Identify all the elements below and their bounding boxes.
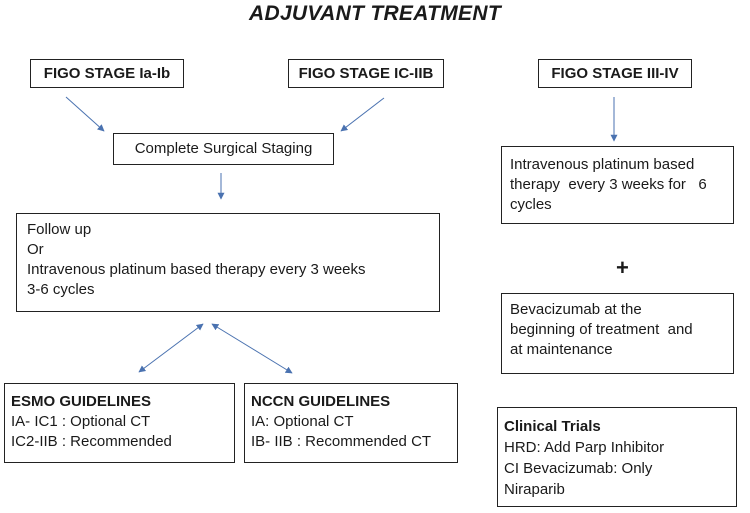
iv-therapy-line: Intravenous platinum based (510, 156, 695, 173)
stage-iii-iv-label: FIGO STAGE III-IV (551, 64, 679, 82)
stage-iii-iv-box: FIGO STAGE III-IV (538, 59, 692, 88)
diagram-title: ADJUVANT TREATMENT (249, 2, 501, 25)
followup-box: Follow up Or Intravenous platinum based … (16, 213, 440, 312)
trials-line: HRD: Add Parp Inhibitor (504, 439, 665, 456)
trials-heading: Clinical Trials (504, 418, 601, 435)
stage-ia-ib-box: FIGO STAGE Ia-Ib (30, 59, 184, 88)
nccn-line: IB- IIB : Recommended CT (251, 433, 432, 450)
plus-sign: + (616, 255, 629, 280)
bevacizumab-line: at maintenance (510, 341, 613, 358)
surgical-staging-box: Complete Surgical Staging (113, 133, 334, 165)
esmo-line: IC2-IIB : Recommended (11, 433, 172, 450)
esmo-line: IA- IC1 : Optional CT (11, 413, 151, 430)
bevacizumab-line: beginning of treatment and (510, 321, 693, 338)
stage-ic-iib-box: FIGO STAGE IC-IIB (288, 59, 444, 88)
iv-therapy-box: Intravenous platinum based therapy every… (501, 146, 734, 224)
followup-line: 3-6 cycles (27, 281, 95, 298)
bevacizumab-box: Bevacizumab at the beginning of treatmen… (501, 293, 734, 374)
esmo-heading: ESMO GUIDELINES (11, 393, 152, 410)
trials-line: CI Bevacizumab: Only (504, 460, 653, 477)
nccn-line: IA: Optional CT (251, 413, 354, 430)
stage-ia-ib-label: FIGO STAGE Ia-Ib (43, 64, 171, 82)
surgical-staging-label: Complete Surgical Staging (134, 140, 313, 157)
nccn-guidelines-box: NCCN GUIDELINES IA: Optional CT IB- IIB … (244, 383, 458, 463)
iv-therapy-line: cycles (510, 196, 552, 213)
arrow-followup-nccn (211, 323, 293, 374)
esmo-guidelines-box: ESMO GUIDELINES IA- IC1 : Optional CT IC… (4, 383, 235, 463)
followup-line: Or (27, 241, 44, 258)
arrow-ia-to-surgical (65, 96, 105, 132)
arrow-followup-esmo (138, 323, 204, 373)
bevacizumab-line: Bevacizumab at the (510, 301, 642, 318)
followup-line: Intravenous platinum based therapy every… (27, 261, 366, 278)
iv-therapy-line: therapy every 3 weeks for 6 (510, 176, 707, 193)
stage-ic-iib-label: FIGO STAGE IC-IIB (298, 64, 434, 82)
nccn-heading: NCCN GUIDELINES (251, 393, 391, 410)
followup-line: Follow up (27, 221, 92, 238)
trials-line: Niraparib (504, 481, 565, 498)
clinical-trials-box: Clinical Trials HRD: Add Parp Inhibitor … (497, 407, 737, 507)
arrow-ic-to-surgical (340, 97, 385, 132)
